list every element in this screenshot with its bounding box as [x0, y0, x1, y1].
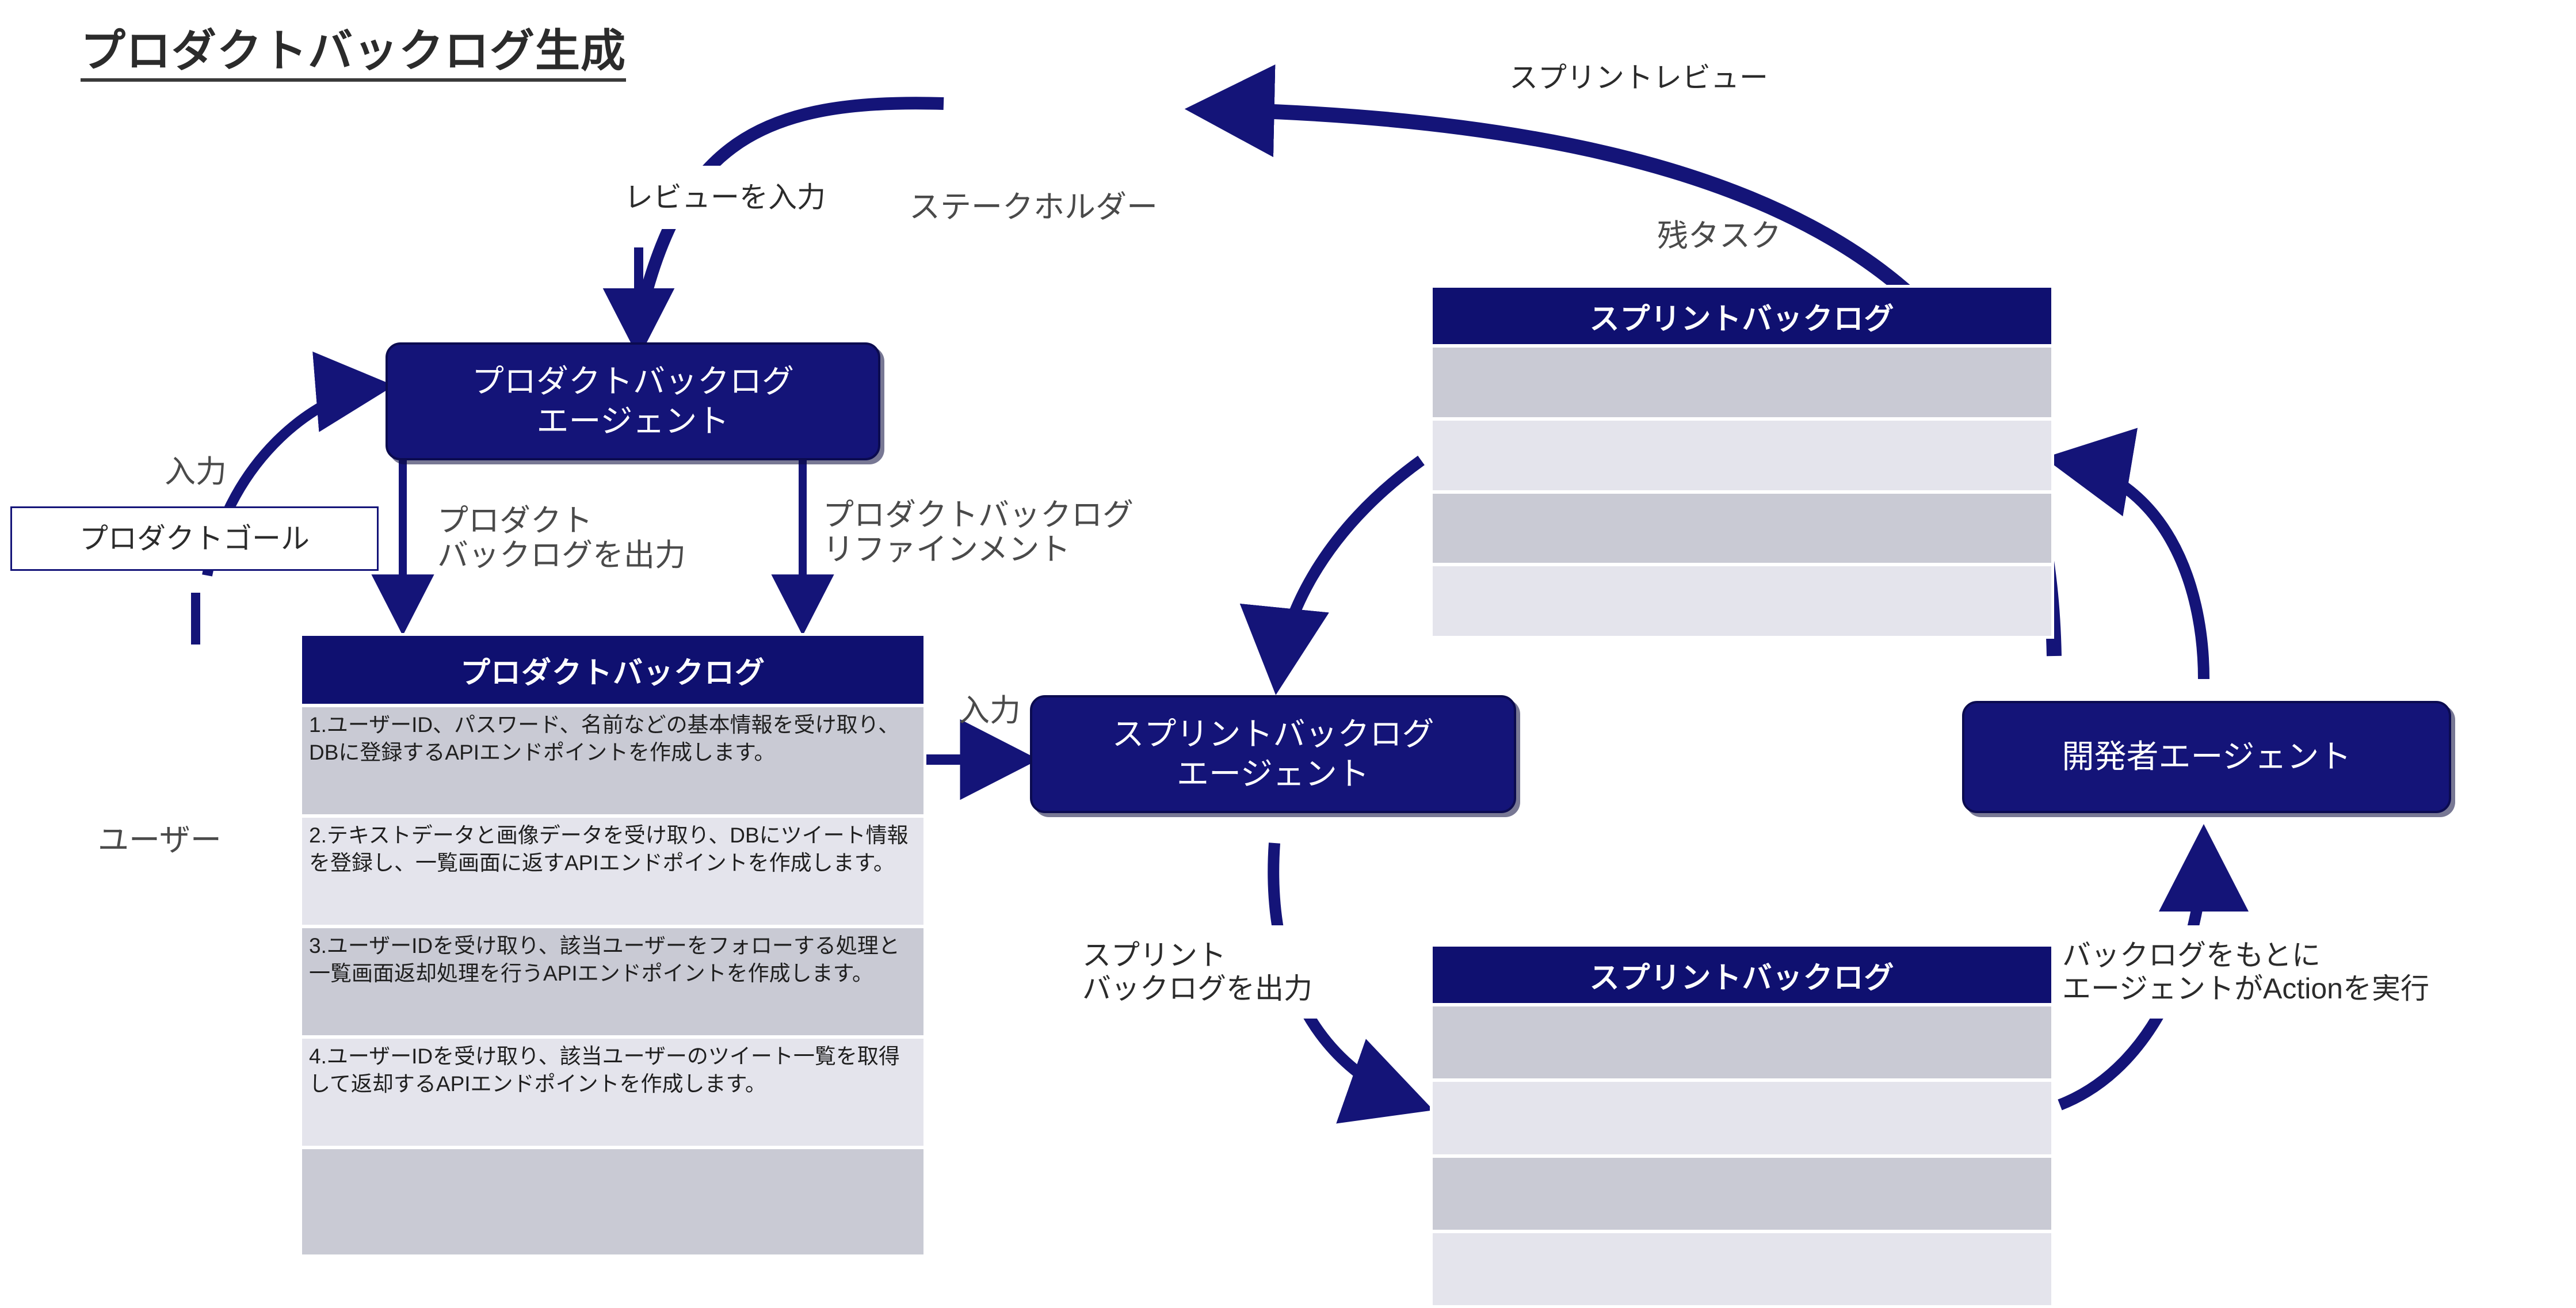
table-row: 3.ユーザーIDを受け取り、該当ユーザーをフォローする処理と一覧画面返却処理を行…	[302, 928, 923, 1035]
agent-developer[interactable]: 開発者エージェント	[1962, 701, 2451, 813]
label-product-backlog-refinement: プロダクトバックログ リファインメント	[823, 498, 1134, 567]
label-stakeholder: ステークホルダー	[909, 190, 1158, 224]
table-sprint-backlog-top: スプリントバックログ	[1430, 285, 2054, 639]
table-sprint-backlog-bottom: スプリントバックログ	[1430, 944, 2054, 1308]
agent-sprint-backlog[interactable]: スプリントバックログ エージェント	[1030, 695, 1516, 813]
table-row	[1433, 420, 2051, 490]
table-row	[1433, 1233, 2051, 1305]
label-remaining-tasks: 残タスク	[1657, 219, 1781, 253]
table-row: 2.テキストデータと画像データを受け取り、DBにツイート情報を登録し、一覧画面に…	[302, 818, 923, 925]
table-row	[1433, 566, 2051, 636]
table-row	[1433, 348, 2051, 417]
callout-sprint-review: スプリントレビュー	[1449, 46, 1829, 109]
table-row	[302, 1149, 923, 1254]
table-sprint-backlog-bottom-header: スプリントバックログ	[1433, 947, 2051, 1003]
table-sprint-backlog-top-header: スプリントバックログ	[1433, 288, 2051, 344]
label-output-product-backlog: プロダクト バックログを出力	[437, 504, 686, 573]
callout-agent-executes-action: バックログをもとに エージェントがActionを実行	[2053, 925, 2571, 1019]
table-row: 1.ユーザーID、パスワード、名前などの基本情報を受け取り、DBに登録するAPI…	[302, 707, 923, 814]
agent-product-backlog[interactable]: プロダクトバックログ エージェント	[386, 342, 880, 460]
table-product-backlog: プロダクトバックログ 1.ユーザーID、パスワード、名前などの基本情報を受け取り…	[299, 633, 926, 1257]
table-product-backlog-header: プロダクトバックログ	[302, 636, 923, 704]
table-row	[1433, 1006, 2051, 1079]
page-title: プロダクトバックログ生成	[81, 27, 627, 82]
callout-input-review: レビューを入力	[575, 166, 875, 229]
table-row	[1433, 1157, 2051, 1230]
label-input-goal: 入力	[165, 455, 227, 489]
table-row	[1433, 493, 2051, 563]
label-user: ユーザー	[98, 823, 222, 857]
callout-output-sprint-backlog: スプリント バックログを出力	[1073, 925, 1413, 1019]
callout-product-goal: プロダクトゴール	[10, 506, 379, 571]
table-row	[1433, 1082, 2051, 1154]
table-row: 4.ユーザーIDを受け取り、該当ユーザーのツイート一覧を取得して返却するAPIエ…	[302, 1039, 923, 1146]
label-input-sprint: 入力	[959, 693, 1021, 728]
